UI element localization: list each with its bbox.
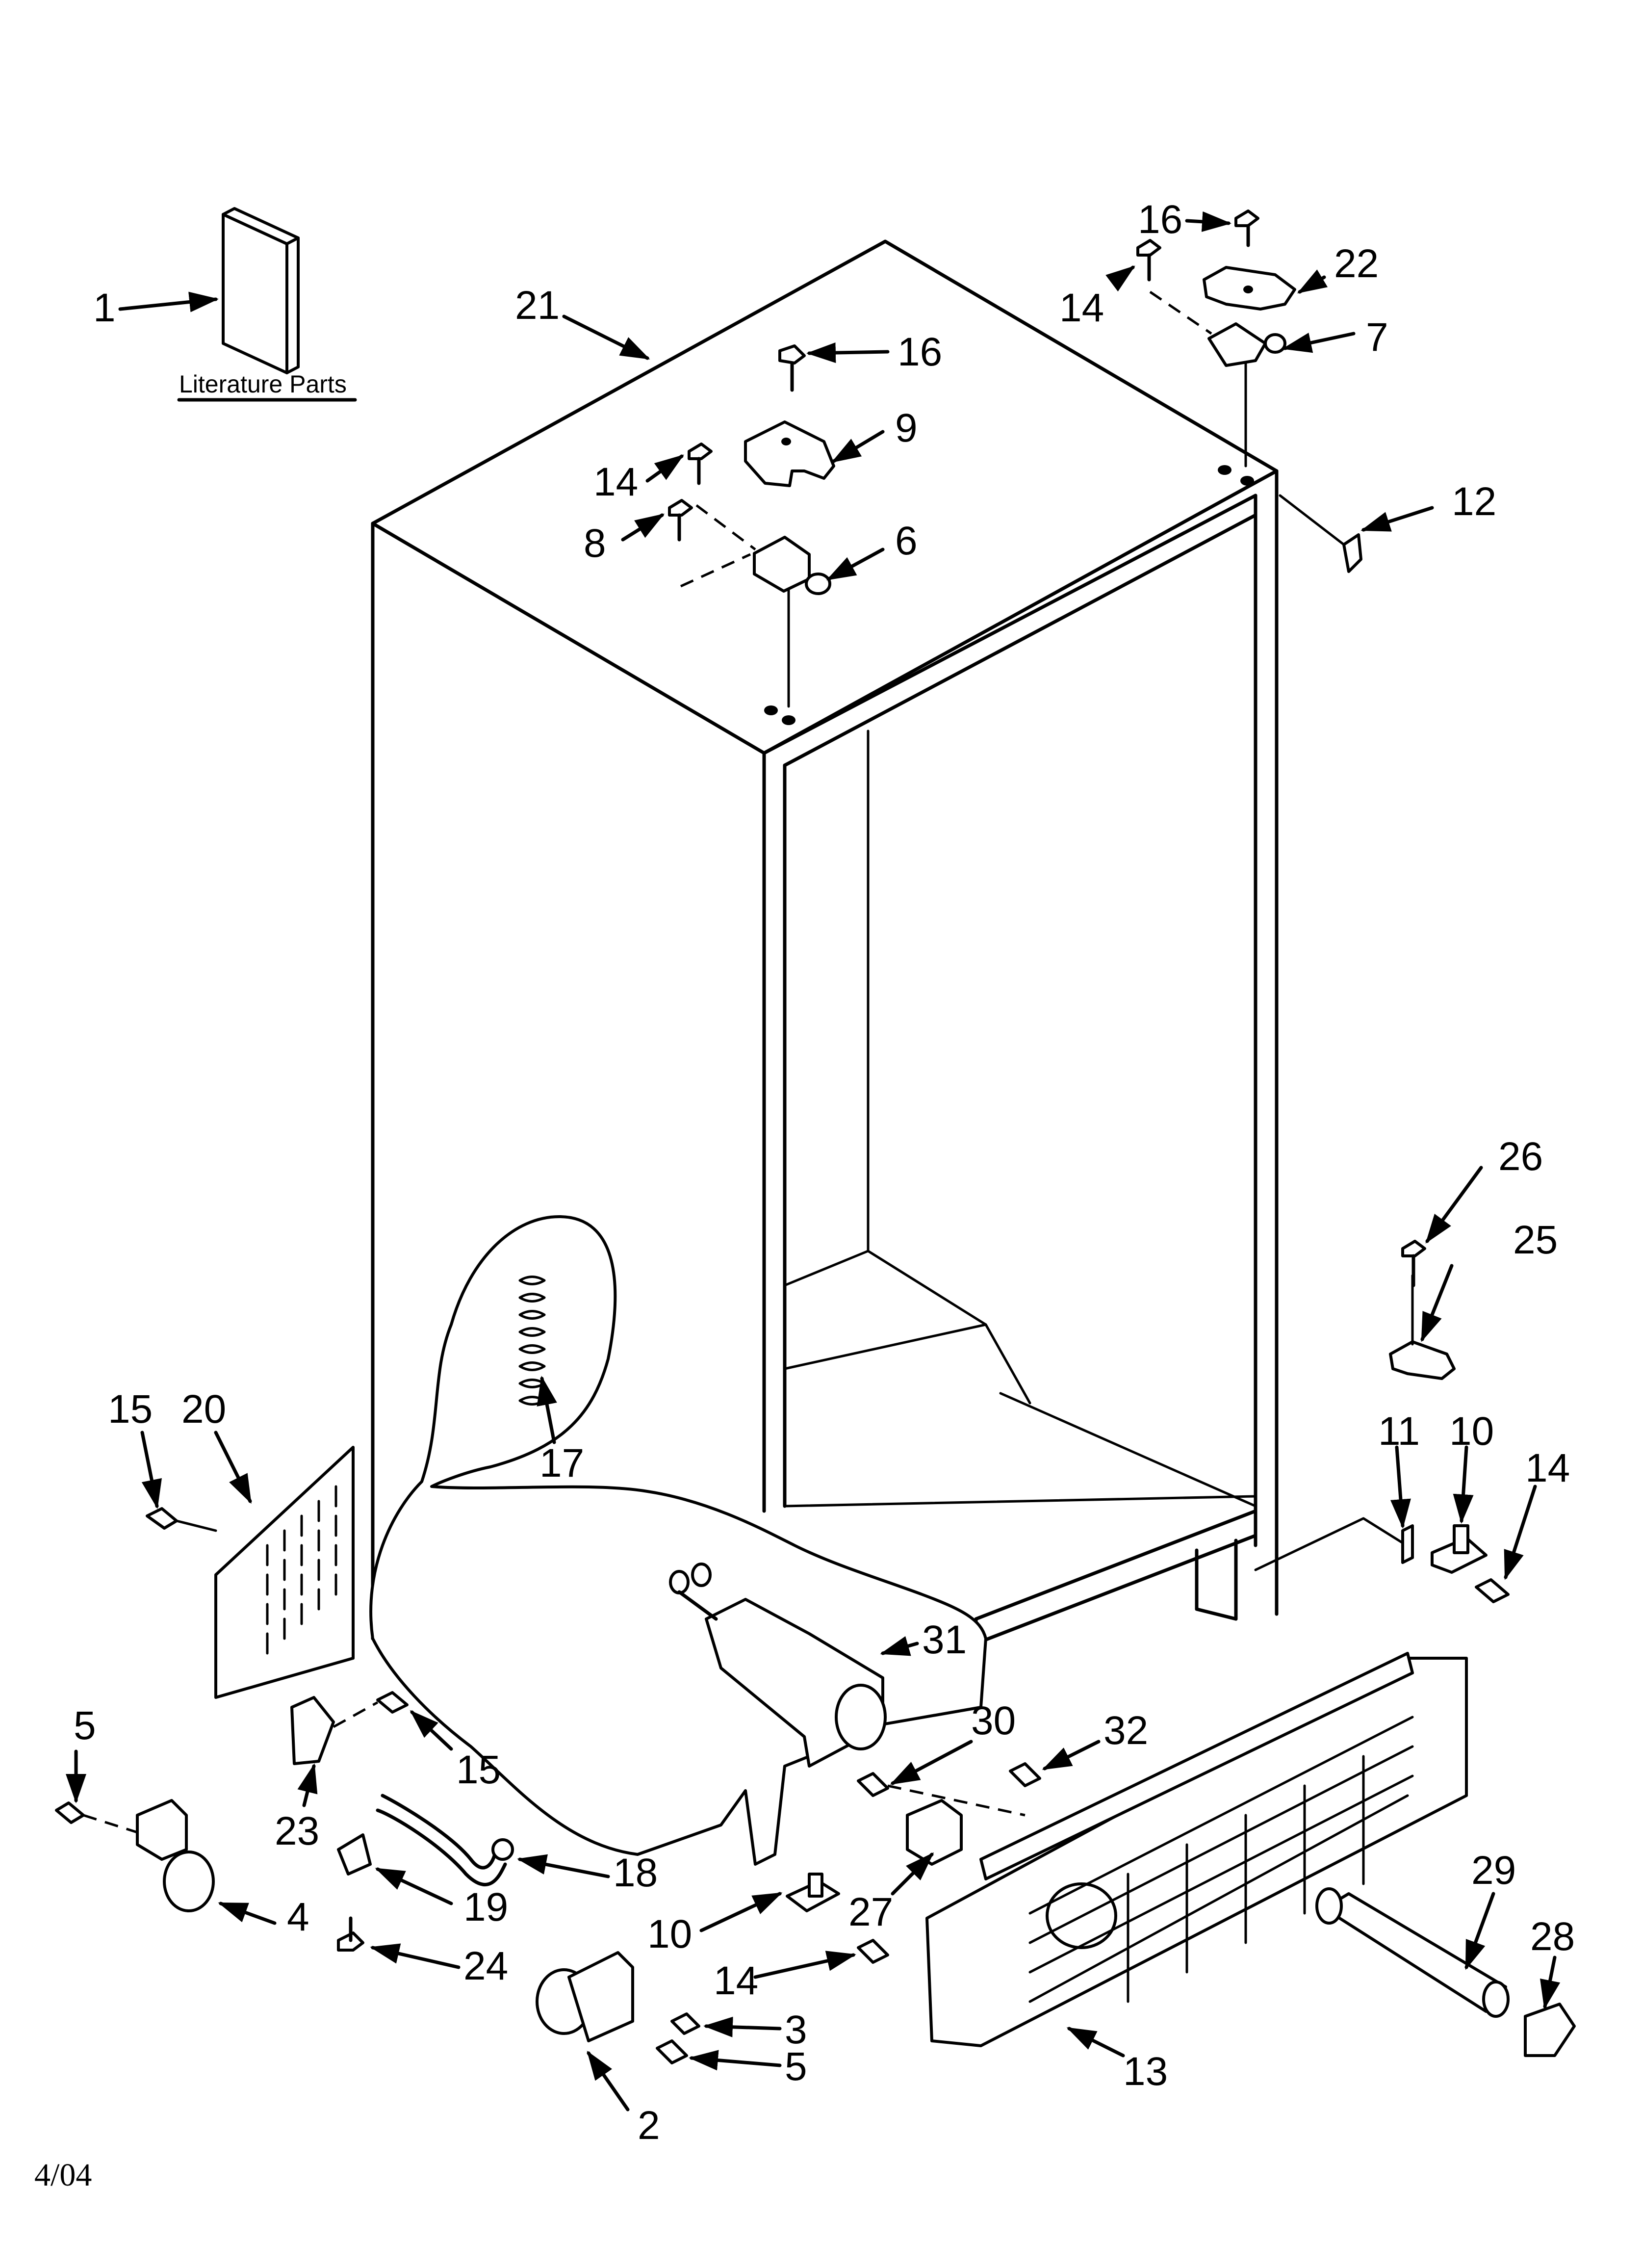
callout-labels: 1 21 16 9 14 8 6 16 14 22 7 12 26 25 11 … [74,197,1575,2148]
upper-hinge-right [1149,290,1286,468]
callout-14: 14 [1525,1446,1570,1490]
screw-14-right [1475,1578,1510,1603]
callout-16: 16 [898,330,942,374]
callout-4: 4 [287,1895,309,1939]
callout-18: 18 [613,1851,658,1895]
bracket-part-27 [906,1799,963,1866]
callout-32: 32 [1103,1708,1148,1753]
floor-line-right [1254,1517,1404,1571]
callout-7: 7 [1366,315,1388,360]
shim-part-12 [1279,494,1362,573]
screw-15-left [146,1507,217,1532]
toe-grille-13 [925,1652,1468,2047]
refrigerator-cabinet [369,239,1279,1866]
roller-4 [136,1799,215,1912]
valve-assembly-31 [669,1563,887,1768]
hinge-cover-right [1203,266,1296,311]
water-filter-29 [1315,1887,1510,2018]
screw-15-lower [333,1691,409,1728]
callout-24: 24 [463,1944,508,1988]
callout-15: 15 [108,1387,153,1432]
callout-11: 11 [1378,1409,1420,1454]
callout-13: 13 [1123,2049,1168,2094]
callout-10: 10 [647,1912,692,1956]
literature-parts-booklet [177,207,357,402]
screw-8-upper-left [668,499,756,550]
callout-19: 19 [463,1885,508,1929]
callout-10: 10 [1449,1409,1494,1454]
hose-18 [376,1794,514,1887]
bracket-part-10-lower [786,1873,840,1912]
screw-24 [337,1916,364,1952]
screw-32 [887,1762,1041,1817]
screw-14-lower [857,1939,889,1964]
callout-28: 28 [1530,1914,1575,1959]
filter-cap-28 [1524,2003,1576,2057]
screw-14-upper-right [1136,239,1161,282]
callout-5: 5 [785,2044,807,2089]
screw-3 [670,2012,700,2035]
callout-25: 25 [1513,1218,1558,1262]
callout-9: 9 [895,406,918,450]
bracket-part-10-right [1431,1524,1488,1574]
callout-3: 3 [785,2007,807,2052]
screw-14-upper-left [688,443,713,485]
callout-5: 5 [74,1703,96,1748]
callout-29: 29 [1471,1848,1516,1893]
callout-22: 22 [1334,241,1379,286]
callout-30: 30 [971,1698,1016,1743]
callout-8: 8 [584,521,606,566]
callout-2: 2 [638,2103,660,2148]
callout-14: 14 [1059,286,1104,330]
callout-6: 6 [895,519,918,563]
callout-21: 21 [515,283,560,328]
callout-16: 16 [1138,197,1182,242]
bracket-part-11 [1401,1524,1414,1564]
upper-hinge-left [680,536,831,708]
rear-access-panel-20 [214,1446,355,1699]
callout-14: 14 [714,1958,758,2003]
clip-23 [290,1696,335,1765]
callout-1: 1 [93,286,116,330]
callout-27: 27 [848,1890,893,1934]
cabinet-top-holes [764,465,1254,725]
callout-14: 14 [593,460,638,504]
revision-date: 4/04 [34,2157,92,2193]
literature-parts-label: Literature Parts [179,370,347,398]
screw-16-upper-left [778,344,806,392]
callout-26: 26 [1498,1134,1543,1179]
callout-15: 15 [456,1747,501,1792]
screw-26 [1401,1240,1426,1287]
screw-16-upper-right [1234,209,1259,247]
callout-17: 17 [539,1441,584,1486]
screw-30 [857,1772,889,1797]
screw-5-lower [656,2039,688,2064]
callout-12: 12 [1452,479,1496,524]
screw-5-left [55,1801,138,1834]
callout-leaders [66,211,1561,2112]
callout-23: 23 [275,1809,319,1853]
bracket-part-25 [1389,1274,1456,1380]
hinge-cover-left [744,420,835,487]
clamp-19 [337,1833,372,1876]
roller-2 [536,1951,634,2042]
callout-20: 20 [181,1387,226,1432]
callout-31: 31 [922,1617,967,1662]
